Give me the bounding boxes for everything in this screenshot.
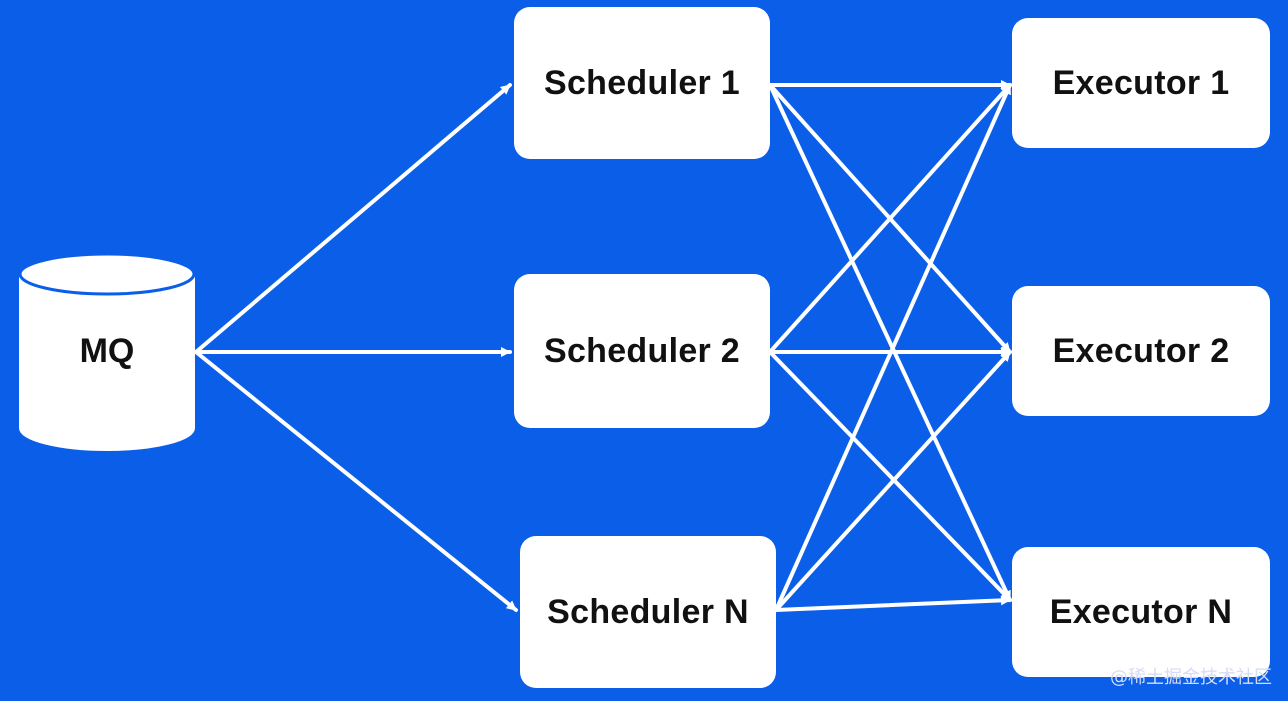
edge-arrow xyxy=(194,83,512,354)
edge-arrow xyxy=(768,83,1012,602)
edge-arrow xyxy=(194,350,518,612)
mq-cylinder-top xyxy=(18,252,196,296)
edge-arrow xyxy=(774,595,1012,612)
mq-cylinder-body xyxy=(19,274,195,451)
scheduler-1-node: Scheduler 1 xyxy=(514,7,770,159)
scheduler-n-node: Scheduler N xyxy=(520,536,776,688)
edge-arrow xyxy=(768,83,1012,354)
mq-cylinder-icon xyxy=(18,252,196,451)
mq-label: MQ xyxy=(79,332,135,370)
executor-1-node: Executor 1 xyxy=(1012,18,1270,148)
executor-2-node: Executor 2 xyxy=(1012,286,1270,416)
scheduler-2-node: Scheduler 2 xyxy=(514,274,770,428)
edge-arrow xyxy=(774,350,1012,612)
executor-n-node: Executor N xyxy=(1012,547,1270,677)
watermark: @稀土掘金技术社区 xyxy=(1110,667,1272,688)
edge-arrow xyxy=(774,83,1012,612)
edge-arrow xyxy=(768,350,1012,602)
